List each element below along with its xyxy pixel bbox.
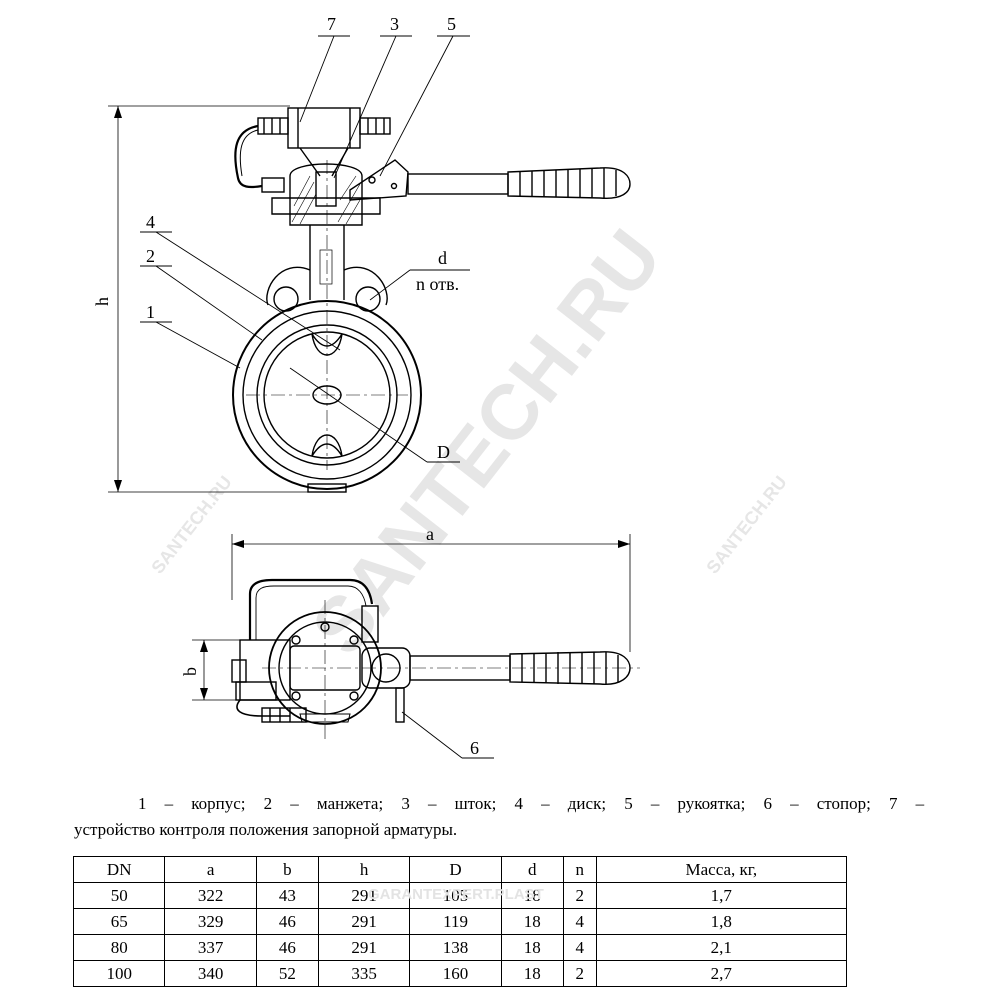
callout-d: d (438, 248, 447, 268)
callout-D: D (437, 442, 450, 462)
cell: 80 (72, 934, 166, 961)
cell: 18 (500, 934, 564, 961)
legend-item-6: 6 – стопор; (763, 794, 871, 813)
table-row: 50 322 43 291 105 18 2 1,7 (72, 882, 848, 909)
legend-item-1: 1 – корпус; (138, 794, 246, 813)
cell: 138 (409, 934, 502, 961)
table-row: 80 337 46 291 138 18 4 2,1 (72, 934, 848, 961)
header-mass: Масса, кг, (595, 856, 848, 883)
legend-item-7: 7 – (888, 794, 925, 813)
cell: 46 (255, 934, 319, 961)
header-d: d (500, 856, 564, 883)
cell: 291 (317, 908, 411, 935)
dimension-a-label: a (426, 524, 434, 544)
cell: 4 (562, 908, 597, 935)
table-row: 65 329 46 291 119 18 4 1,8 (72, 908, 848, 935)
cell: 1,8 (595, 908, 848, 935)
table-row: 100 340 52 335 160 18 2 2,7 (72, 960, 848, 987)
callout-2: 2 (146, 246, 155, 266)
watermark-small-left: SANTECH.RU (147, 472, 235, 577)
legend-line-2: устройство контроля положения запорной а… (74, 820, 458, 839)
cell: 100 (72, 960, 166, 987)
legend-line-1: 1 – корпус; 2 – манжета; 3 – шток; 4 – д… (74, 791, 924, 817)
legend-item-3: 3 – шток; (401, 794, 497, 813)
legend-item-2: 2 – манжета; (263, 794, 384, 813)
header-D: D (409, 856, 502, 883)
callout-6: 6 (470, 738, 479, 758)
dimension-h-label: h (92, 297, 112, 306)
cell: 329 (164, 908, 257, 935)
cell: 46 (255, 908, 319, 935)
top-view (192, 534, 640, 759)
cell: 1,7 (595, 882, 848, 909)
cell: 18 (500, 882, 564, 909)
watermark-small-right: SANTECH.RU (702, 472, 790, 577)
leader-lines (140, 35, 470, 463)
cell: 335 (317, 960, 411, 987)
header-dn: DN (72, 856, 166, 883)
cell: 337 (164, 934, 257, 961)
cell: 2,1 (595, 934, 848, 961)
table-header-row: DN a b h D d n Масса, кг, (72, 856, 848, 883)
callout-n-holes: n отв. (416, 274, 459, 294)
cell: 291 (317, 934, 411, 961)
dimensions-table: DN a b h D d n Масса, кг, 50 322 43 291 … (72, 856, 848, 987)
cell: 18 (500, 960, 564, 987)
cell: 18 (500, 908, 564, 935)
cell: 52 (255, 960, 319, 987)
valve-technical-drawing: SANTECH.RU SANTECH.RU SANTECH.RU (92, 14, 791, 759)
parts-legend: 1 – корпус; 2 – манжета; 3 – шток; 4 – д… (74, 791, 924, 843)
callout-5: 5 (447, 14, 456, 34)
dimension-b-label: b (180, 667, 200, 676)
cell: 322 (164, 882, 257, 909)
callout-7: 7 (327, 14, 336, 34)
cell: 43 (255, 882, 319, 909)
cell: 65 (72, 908, 166, 935)
callout-3: 3 (390, 14, 399, 34)
cell: 119 (409, 908, 502, 935)
watermark-main: SANTECH.RU (294, 213, 678, 670)
cell: 2,7 (595, 960, 848, 987)
cell: 291 (317, 882, 411, 909)
cell: 50 (72, 882, 166, 909)
callout-4: 4 (146, 212, 155, 232)
legend-item-4: 4 – диск; (514, 794, 607, 813)
front-view (108, 105, 631, 493)
header-h: h (317, 856, 411, 883)
callout-1: 1 (146, 302, 155, 322)
header-n: n (562, 856, 597, 883)
cell: 2 (562, 882, 597, 909)
cell: 105 (409, 882, 502, 909)
cell: 160 (409, 960, 502, 987)
header-a: a (164, 856, 257, 883)
cell: 340 (164, 960, 257, 987)
cell: 2 (562, 960, 597, 987)
legend-item-5: 5 – рукоятка; (624, 794, 746, 813)
cell: 4 (562, 934, 597, 961)
header-b: b (255, 856, 319, 883)
